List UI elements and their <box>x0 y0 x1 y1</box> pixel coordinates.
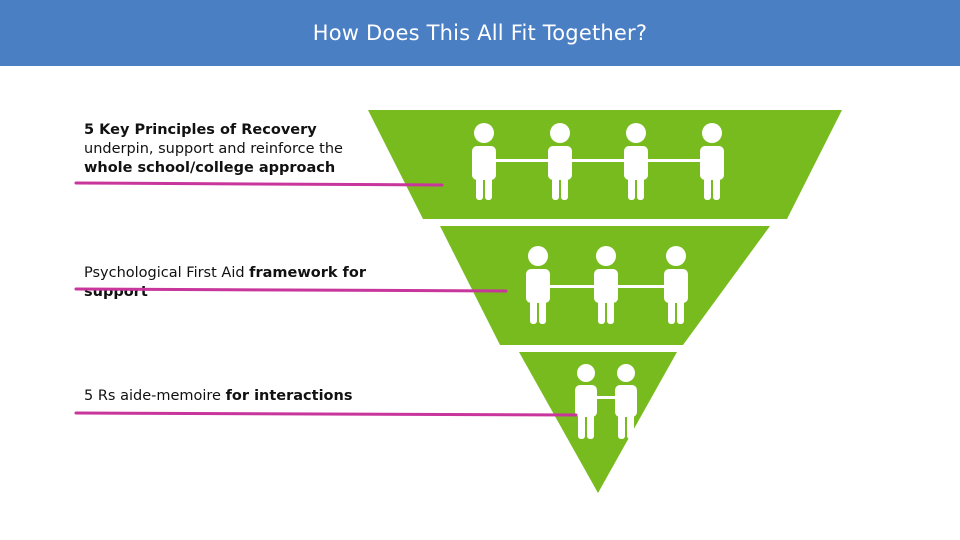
level-3-label: 5 Rs aide-memoire for interactions <box>84 387 394 406</box>
level-3-bold-text: for interactions <box>225 388 353 404</box>
level-1-line-1: 5 Key Principles of Recovery <box>84 122 317 138</box>
person-icon <box>615 364 637 439</box>
people-link-level-1 <box>484 159 712 162</box>
level-1-label: 5 Key Principles of Recovery underpin, s… <box>84 121 384 178</box>
pyramid-level-1 <box>368 110 842 219</box>
people-group-level-2 <box>526 246 688 324</box>
person-icon <box>548 123 572 200</box>
person-icon <box>594 246 618 324</box>
people-group-level-3 <box>575 364 637 439</box>
connector-level-3 <box>74 411 578 417</box>
person-icon <box>472 123 496 200</box>
level-1-line-3: whole school/college approach <box>84 160 336 176</box>
person-icon <box>575 364 597 439</box>
person-icon <box>700 123 724 200</box>
connector-lines <box>74 181 578 417</box>
level-2-plain-text: Psychological First Aid <box>84 265 250 281</box>
level-2-label: Psychological First Aid framework for su… <box>84 264 394 302</box>
level-1-line-2: underpin, support and reinforce the <box>84 141 343 157</box>
person-icon <box>664 246 688 324</box>
person-icon <box>624 123 648 200</box>
page-title: How Does This All Fit Together? <box>312 21 648 45</box>
connector-level-1 <box>74 181 444 187</box>
title-bar: How Does This All Fit Together? <box>0 0 960 66</box>
pyramid-level-3 <box>519 352 677 493</box>
people-group-level-1 <box>472 123 724 200</box>
level-3-plain-text: 5 Rs aide-memoire <box>84 388 226 404</box>
people-link-level-3 <box>586 396 626 399</box>
connector-level-2 <box>74 287 508 293</box>
person-icon <box>526 246 550 324</box>
